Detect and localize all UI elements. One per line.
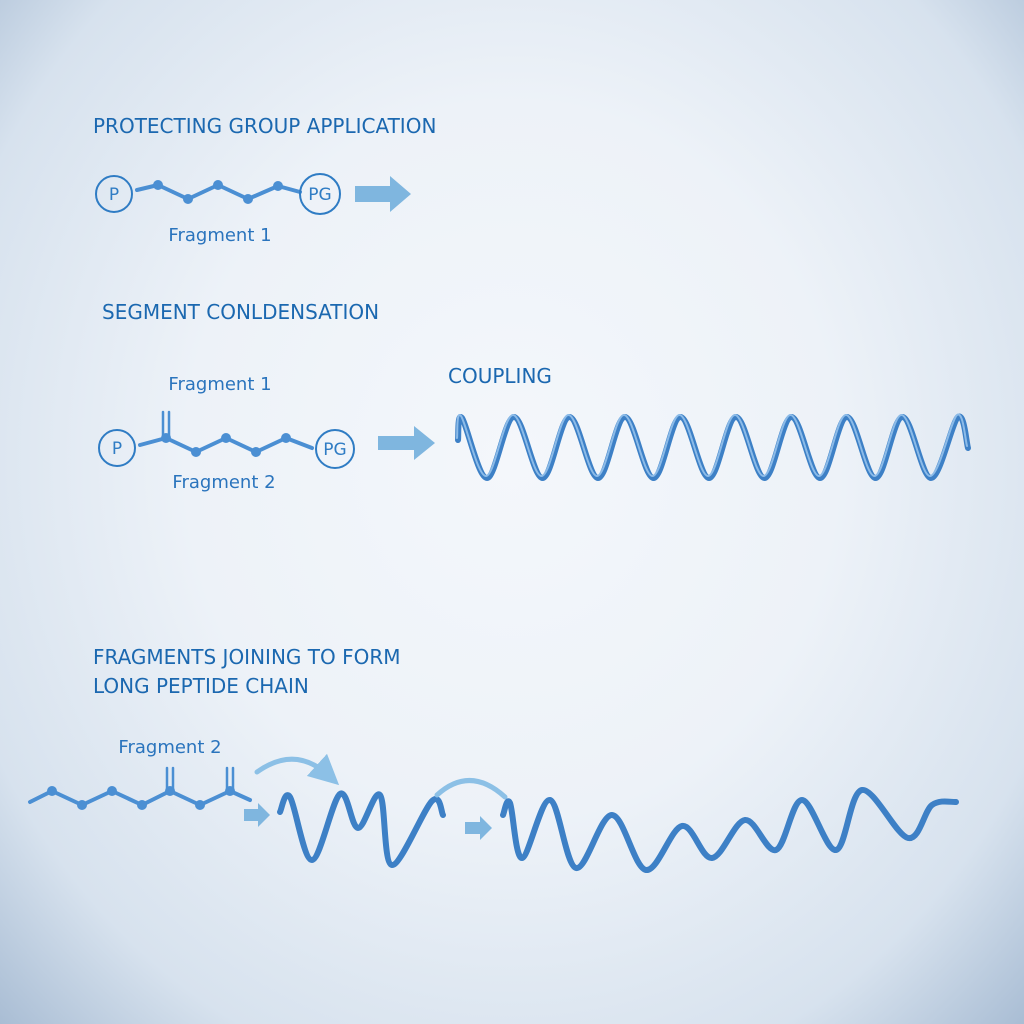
coupling-label: COUPLING: [448, 364, 552, 388]
section-title-joining-line2: LONG PEPTIDE CHAIN: [93, 674, 309, 698]
atom: [47, 786, 57, 796]
section-title-joining-line1: FRAGMENTS JOINING TO FORM: [93, 645, 400, 669]
atom: [281, 433, 291, 443]
fragment-1-chain: P PG: [95, 173, 341, 215]
right-arrow-icon: [465, 816, 492, 840]
double-bond: [161, 410, 171, 440]
peptide-segment-helix: [277, 790, 446, 868]
fragment-label: Fragment 2: [118, 737, 221, 758]
atom: [153, 180, 163, 190]
fragment-2-chain: [28, 766, 252, 810]
protecting-group-pg-circle: [315, 429, 355, 469]
atom: [225, 786, 235, 796]
atom: [221, 433, 231, 443]
curved-arrow-icon: [254, 753, 340, 786]
protecting-group-p: P: [112, 439, 122, 459]
atom: [137, 800, 147, 810]
chain-atoms: [161, 433, 291, 457]
protecting-group-p: P: [109, 185, 119, 205]
atom: [251, 447, 261, 457]
atom: [243, 194, 253, 204]
atom: [213, 180, 223, 190]
peptide-helix-highlight: [456, 413, 968, 478]
chain-atoms: [47, 786, 235, 810]
atom: [107, 786, 117, 796]
atom: [195, 800, 205, 810]
right-arrow-icon: [244, 803, 270, 827]
section-title-condensation: SEGMENT CONLDENSATION: [102, 300, 379, 324]
atom: [183, 194, 193, 204]
section-title-protecting: PROTECTING GROUP APPLICATION: [93, 114, 436, 138]
protecting-group-p-circle: [95, 175, 133, 213]
protecting-group-pg: PG: [323, 440, 346, 460]
curved-arc-icon: [434, 778, 508, 800]
long-peptide-chain: [500, 787, 959, 873]
protecting-group-pg: PG: [308, 185, 331, 205]
double-bonds: [165, 766, 235, 793]
fragment-bottom-label: Fragment 2: [172, 472, 275, 493]
fragment-label: Fragment 1: [168, 225, 271, 246]
protecting-group-pg-circle: [299, 173, 341, 215]
fragment-chain-2: P PG: [98, 410, 355, 469]
atom: [273, 181, 283, 191]
fragment-top-label: Fragment 1: [168, 374, 271, 395]
protecting-group-p-circle: [98, 429, 136, 467]
atom: [191, 447, 201, 457]
atom: [161, 433, 171, 443]
atom: [77, 800, 87, 810]
chain-atoms: [153, 180, 283, 204]
atom: [165, 786, 175, 796]
right-arrow-icon: [355, 176, 411, 212]
right-arrow-icon: [378, 426, 435, 460]
